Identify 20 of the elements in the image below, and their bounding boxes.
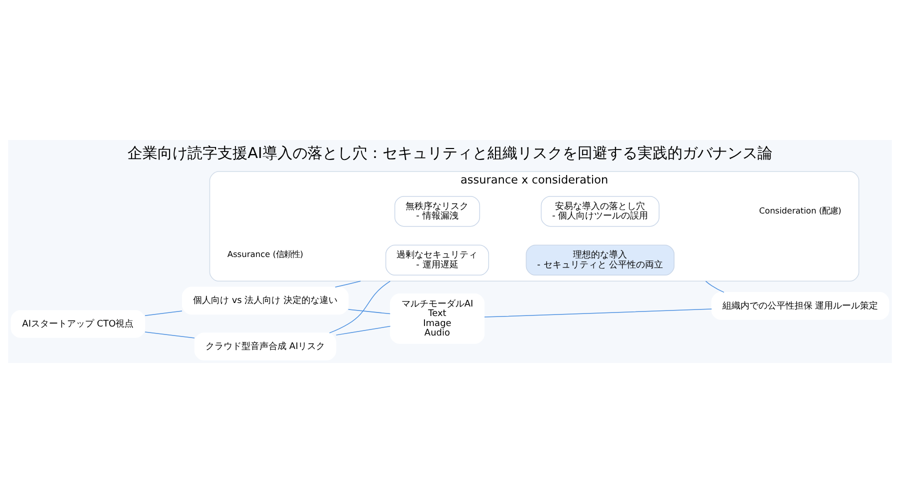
connector: [705, 280, 724, 292]
connector: [336, 325, 391, 335]
connector: [144, 331, 195, 338]
label: Consideration (配慮): [759, 204, 842, 215]
node-box: マルチモーダルAI Text Image Audio: [390, 293, 485, 344]
connector: [334, 280, 361, 287]
connector: [329, 280, 391, 333]
node-box: AIスタートアップ CTO視点: [10, 310, 146, 338]
node-box: 安易な導入の落とし穴 - 個人向けツールの誤用: [540, 195, 660, 226]
label: Assurance (信頼性): [227, 248, 304, 258]
diagram-title: 企業向け読字支援AI導入の落とし穴：セキュリティと組織リスクを回避する実践的ガバナンス論: [128, 144, 772, 162]
connector: [144, 310, 182, 316]
connector: [348, 308, 390, 314]
node-box: 無秩序なリスク - 情報漏洩: [394, 195, 480, 226]
node-box: 個人向け vs 法人向け 決定的な違い: [182, 286, 349, 314]
node-box: 理想的な導入 - セキュリティと 公平性の両立: [526, 244, 674, 276]
connector: [484, 308, 712, 317]
node-box: 組織内での公平性担保 運用ルール策定: [711, 292, 890, 320]
node-box: 過剰なセキュリティ - 運用遅延: [385, 244, 490, 276]
node-box: クラウド型音声合成 AIリスク: [194, 332, 336, 360]
